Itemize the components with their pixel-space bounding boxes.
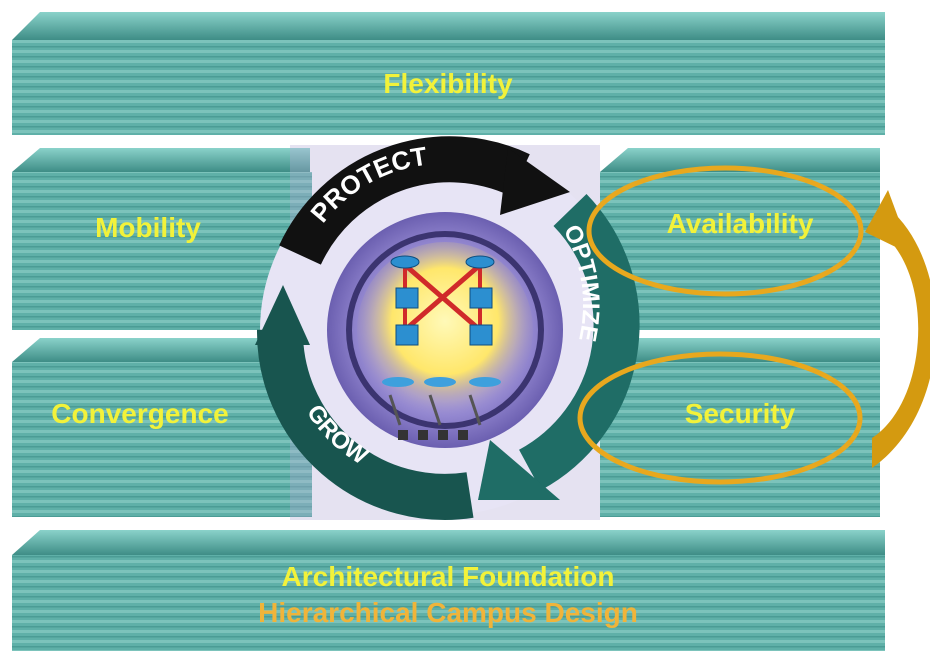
flexibility-label: Flexibility	[383, 68, 513, 99]
hierarchical-campus-design-label: Hierarchical Campus Design	[258, 597, 638, 628]
block-security: Security	[600, 338, 880, 517]
grow-arc	[256, 329, 474, 520]
security-highlight-ellipse	[577, 351, 863, 485]
network-topology-icon	[382, 255, 501, 440]
block-convergence: Convergence	[12, 338, 312, 517]
block-architectural-foundation: Architectural Foundation Hierarchical Ca…	[12, 530, 885, 651]
block-flexibility: Flexibility	[12, 12, 885, 135]
grow-arrowhead	[255, 285, 310, 345]
architectural-foundation-label: Architectural Foundation	[282, 561, 615, 592]
block-mobility: Mobility	[12, 148, 312, 330]
convergence-label: Convergence	[51, 398, 228, 429]
protect-arrowhead	[500, 148, 570, 215]
availability-label: Availability	[667, 208, 814, 239]
protect-arc	[279, 136, 530, 266]
curved-double-arrow-icon	[865, 190, 930, 468]
security-label: Security	[685, 398, 796, 429]
optimize-arrowhead	[478, 440, 560, 500]
availability-highlight-ellipse	[586, 165, 864, 297]
optimize-arc	[518, 194, 640, 491]
block-availability: Availability	[600, 148, 880, 330]
lifecycle-ring: PROTECT OPTIMIZE GROW	[255, 136, 640, 520]
mobility-label: Mobility	[95, 212, 201, 243]
